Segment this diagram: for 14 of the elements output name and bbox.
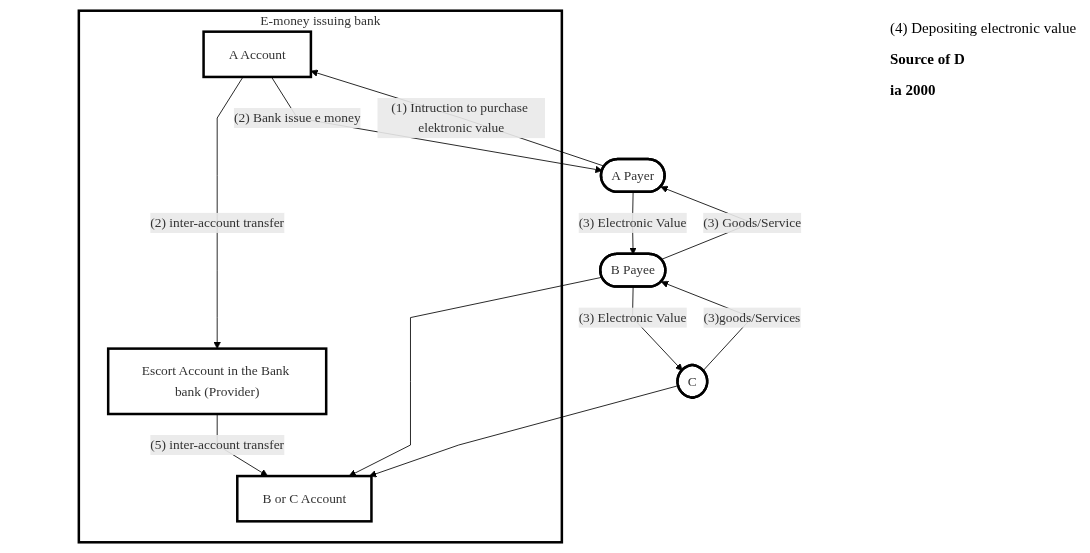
edge-label: (3) Electronic Value [578, 215, 687, 230]
edge-label: (1) Intruction to purchase elektronic value [391, 100, 528, 135]
source-note: ia 2000 [890, 82, 937, 99]
edge-label: (5) inter-account transfer [150, 437, 285, 452]
node-box: A Account [202, 30, 313, 79]
edge-label: (2) Bank issue e money [233, 110, 361, 125]
source-note: Source of D [890, 51, 966, 68]
node-box: Escort Account in the Bank bank (Provider) [106, 347, 328, 416]
node-box: B or C Account [236, 474, 373, 523]
edge-label: (3) Goods/Service [703, 215, 802, 230]
edge-label: (3)goods/Services [703, 310, 801, 325]
note-text: (4) Depositing electronic value [890, 20, 1078, 37]
edge-label: (2) inter-account transfer [150, 215, 285, 230]
edge-label: (3) Electronic Value [578, 310, 687, 325]
